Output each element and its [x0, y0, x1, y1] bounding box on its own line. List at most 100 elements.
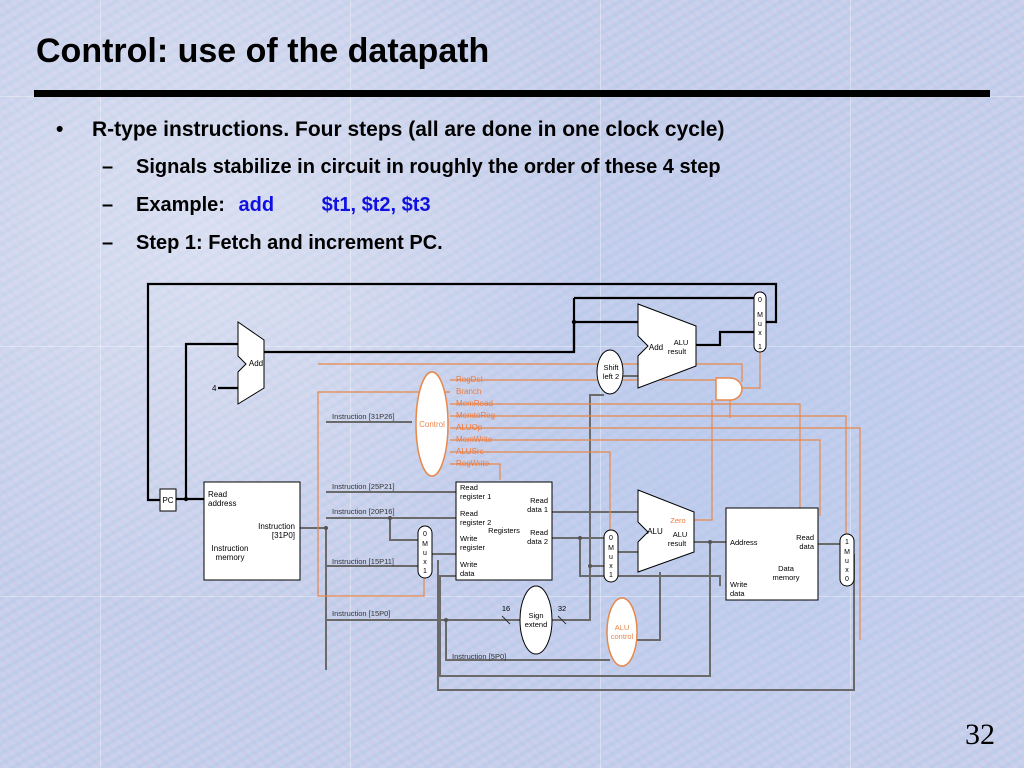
- signal-memtoreg-wire: [450, 415, 847, 534]
- signal-regdst-to-mux: [317, 391, 450, 597]
- pc-label: PC: [162, 496, 173, 505]
- alu-zero-label: Zero: [670, 516, 685, 525]
- field-25-21-label: Instruction [25P21]: [332, 482, 395, 491]
- signal-branch-wire: [318, 363, 743, 382]
- dmem-port-label: data: [730, 589, 745, 598]
- wire-writeback-loop: [439, 542, 711, 677]
- example-op: add: [238, 194, 275, 216]
- signal-aluop-label: ALUOp: [456, 423, 483, 432]
- mux-label: 1: [609, 572, 613, 579]
- dmem-name-label: Data: [778, 564, 795, 573]
- reg-port-label: Write: [460, 534, 477, 543]
- sign-extend-label: extend: [525, 620, 548, 629]
- wire-mux-to-pc: [146, 282, 778, 502]
- branch-adder: [637, 303, 697, 389]
- wire-instr-5-0: [445, 620, 610, 661]
- data-memory-labels: Address Read data Write data Data memory: [730, 533, 815, 598]
- mux-label: u: [609, 554, 613, 561]
- wire-pc4-to-branch: [264, 320, 640, 354]
- reg-port-label: register: [460, 543, 486, 552]
- memtoreg-mux: [839, 533, 855, 587]
- alu-control-unit: [606, 597, 638, 667]
- datapath-diagram: PC Read address Instruction [31P0] Instr…: [146, 282, 861, 691]
- junction-dot: [388, 516, 392, 520]
- mux-label: u: [758, 321, 762, 328]
- register-file-labels: Read register 1 Read register 2 Write re…: [460, 483, 548, 578]
- register-file: [455, 481, 553, 581]
- page-number: 32: [965, 718, 995, 751]
- mux-label: 0: [609, 535, 613, 542]
- reg-port-label: Read: [530, 496, 548, 505]
- bus-slash: [501, 615, 567, 625]
- imem-instruction-label: Instruction: [258, 522, 295, 531]
- sign-extend-label: Sign: [528, 611, 543, 620]
- black-wires: [146, 282, 778, 502]
- mux-label: 1: [845, 539, 849, 546]
- pcsrc-mux-labels: 0 M u x 1: [757, 297, 763, 351]
- junction-dot: [444, 618, 448, 622]
- mux-label: x: [423, 559, 427, 566]
- shift-left-unit: [596, 349, 624, 395]
- junction-dot: [588, 564, 592, 568]
- signal-memwrite-wire: [450, 439, 821, 516]
- example-label: Example:: [136, 194, 225, 216]
- instruction-field-labels: Instruction [31P26] Instruction [25P21] …: [332, 412, 506, 661]
- control-unit: [415, 371, 449, 477]
- bg-grid-line: [850, 0, 851, 768]
- bg-grid-line: [0, 346, 1024, 347]
- imem-bits-label: [31P0]: [272, 531, 295, 540]
- alu-result-label: ALU: [673, 530, 688, 539]
- alu-label: ALU: [647, 527, 663, 536]
- mux-label: x: [609, 563, 613, 570]
- main-alu: [637, 489, 695, 573]
- reg-port-label: Read: [460, 509, 478, 518]
- bullet-mark: •: [56, 118, 64, 141]
- dmem-port-label: Read: [796, 533, 814, 542]
- mux-label: u: [845, 558, 849, 565]
- bg-grid-line: [350, 0, 351, 768]
- signal-regwrite-wire: [450, 463, 501, 480]
- register-file-name: Registers: [488, 526, 520, 535]
- mux-label: M: [422, 541, 428, 548]
- signal-memwrite-label: MemWrite: [456, 435, 493, 444]
- title-rule: [34, 90, 990, 97]
- field-5-0-label: Instruction [5P0]: [452, 652, 506, 661]
- dmem-port-label: Write: [730, 580, 747, 589]
- shift-left-label: Shift: [603, 363, 619, 372]
- signal-memtoreg-label: MemtoReg: [456, 411, 495, 420]
- dash-mark: –: [102, 232, 114, 254]
- reg-port-label: register 2: [460, 518, 491, 527]
- const-four-label: 4: [212, 384, 217, 393]
- signal-memread-label: MemRead: [456, 399, 493, 408]
- sign-extend-unit: [519, 585, 553, 655]
- alusrc-mux: [603, 529, 619, 583]
- imem-name-label: Instruction: [212, 544, 249, 553]
- branch-adder-result: result: [668, 347, 687, 356]
- dash-mark: –: [102, 156, 114, 178]
- reg-port-label: data 1: [527, 505, 548, 514]
- signal-branch-label: Branch: [456, 387, 481, 396]
- regdst-mux: [417, 525, 433, 579]
- mux-label: x: [758, 330, 762, 337]
- mux-label: 1: [758, 344, 762, 351]
- field-20-16-label: Instruction [20P16]: [332, 507, 395, 516]
- wire-rt-to-mux: [389, 518, 418, 541]
- signal-alusrc-wire: [450, 451, 611, 530]
- branch-adder-label: Add: [649, 343, 663, 352]
- slide-title: Control: use of the datapath: [36, 32, 490, 70]
- memtoreg-mux-labels: 1 M u x 0: [844, 539, 850, 583]
- alusrc-mux-labels: 0 M u x 1: [608, 535, 614, 579]
- reg-port-label: register 1: [460, 492, 491, 501]
- dmem-port-label: data: [799, 542, 814, 551]
- dash-mark: –: [102, 194, 114, 216]
- junction-dot: [183, 496, 189, 502]
- sub-bullet-text: Signals stabilize in circuit in roughly …: [136, 156, 721, 178]
- dmem-name-label: memory: [772, 573, 799, 582]
- bit-width-label: 16: [502, 604, 510, 613]
- regdst-mux-labels: 0 M u x 1: [422, 531, 428, 575]
- imem-name-label: memory: [216, 553, 245, 562]
- mux-label: M: [757, 312, 763, 319]
- mux-label: 0: [423, 531, 427, 538]
- bg-grid-line: [100, 0, 101, 768]
- alu-control-label: control: [611, 632, 634, 641]
